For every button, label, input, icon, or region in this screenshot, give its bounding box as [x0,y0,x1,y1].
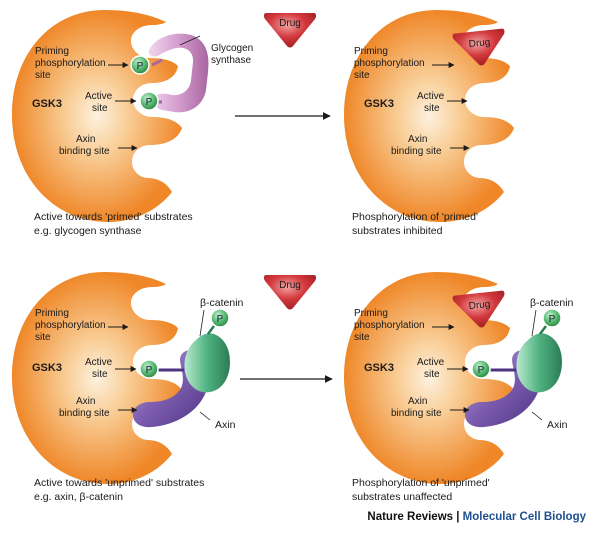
phosphate-label: P [478,365,485,376]
axin-site-label: binding site [391,146,442,157]
priming-site-label: Priming [354,46,388,57]
axin-label: Axin [547,419,568,431]
priming-site-label: site [354,332,370,343]
drug-icon: Drug [263,13,317,48]
caption-top-right: Phosphorylation of 'primed' substrates i… [352,211,478,237]
axin-site-label: binding site [59,408,110,419]
axin-site-label: Axin [408,396,427,407]
panel-bottom-right: Drug P P Priming phosphorylation site GS… [344,272,574,484]
beta-catenin-label: β-catenin [200,297,244,309]
phosphate-label: P [146,97,153,108]
phosphate-icon [139,91,159,111]
phosphate-icon [210,308,230,328]
axin-site-label: Axin [76,134,95,145]
drug-icon: Drug [452,28,508,69]
glycogen-synthase-label: Glycogen [211,43,253,54]
caption-bottom-right: Phosphorylation of 'unprimed' substrates… [352,477,490,503]
phosphate-icon [471,359,491,379]
active-site-label: Active [85,357,113,368]
priming-site-label: phosphorylation [354,320,425,331]
caption-top-left: Active towards 'primed' substrates e.g. … [34,211,193,237]
phosphate-label: P [217,314,224,325]
beta-catenin-shape [184,333,230,393]
active-site-label: site [424,369,440,380]
active-site-label: site [424,103,440,114]
drug-icon: Drug [263,275,317,310]
phosphate-icon [130,55,150,75]
active-site-label: Active [417,357,445,368]
beta-catenin-shape [516,333,562,393]
active-site-label: Active [85,91,113,102]
axin-site-label: Axin [408,134,427,145]
axin-site-label: Axin [76,396,95,407]
journal-credit: Nature Reviews | Molecular Cell Biology [367,511,586,523]
priming-site-label: Priming [35,308,69,319]
enzyme-label: GSK3 [364,362,394,374]
caption-bottom-left: Active towards 'unprimed' substrates e.g… [34,477,205,503]
drug-icon: Drug [452,290,508,331]
active-site-label: site [92,103,108,114]
priming-site-label: phosphorylation [35,320,106,331]
priming-site-label: Priming [35,46,69,57]
panel-top-left: P P Priming phosphorylation site GSK3 Ac… [12,10,253,222]
priming-site-label: phosphorylation [35,58,106,69]
priming-site-label: site [35,332,51,343]
credit-separator: | [456,511,460,523]
panel-bottom-left: P P Priming phosphorylation site GSK3 Ac… [12,272,244,484]
phosphate-label: P [549,314,556,325]
journal-name: Molecular Cell Biology [462,511,586,523]
enzyme-label: GSK3 [32,362,62,374]
axin-site-label: binding site [59,146,110,157]
priming-site-label: Priming [354,308,388,319]
priming-site-label: phosphorylation [354,58,425,69]
phosphate-icon [139,359,159,379]
enzyme-label: GSK3 [32,98,62,110]
priming-site-label: site [35,70,51,81]
phosphate-icon [542,308,562,328]
svg-text:Drug: Drug [279,280,301,291]
svg-text:Drug: Drug [279,18,301,29]
svg-text:Drug: Drug [468,299,491,312]
publisher-name: Nature Reviews [367,511,454,523]
active-site-label: Active [417,91,445,102]
beta-catenin-label: β-catenin [530,297,574,309]
enzyme-label: GSK3 [364,98,394,110]
phosphate-label: P [146,365,153,376]
axin-label: Axin [215,419,236,431]
svg-text:Drug: Drug [468,37,491,50]
glycogen-synthase-label: synthase [211,55,251,66]
phosphate-label: P [137,61,144,72]
glycogen-synthase-shape [148,33,209,113]
priming-site-label: site [354,70,370,81]
axin-site-label: binding site [391,408,442,419]
panel-top-right: Drug Priming phosphorylation site GSK3 A… [344,10,514,222]
active-site-label: site [92,369,108,380]
